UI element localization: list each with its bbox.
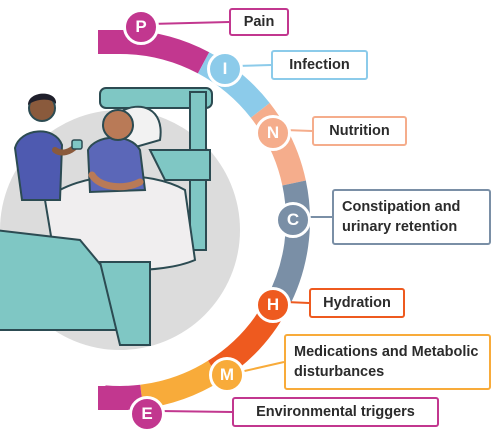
letter-circle-c: C: [275, 202, 311, 238]
letter-circle-e: E: [129, 396, 165, 432]
letter-circle-p: P: [123, 9, 159, 45]
label-pain: Pain: [229, 8, 289, 36]
label-nutrition: Nutrition: [312, 116, 407, 146]
letter-circle-h: H: [255, 287, 291, 323]
label-hydration: Hydration: [309, 288, 405, 318]
arc-end-tab: [98, 386, 128, 410]
letter-circle-m: M: [209, 357, 245, 393]
arc-segment-c: [266, 180, 310, 310]
connector-e: [159, 410, 233, 413]
arc-segment-m: [139, 360, 221, 409]
arc-segment-p: [119, 30, 210, 74]
label-infection: Infection: [271, 50, 368, 80]
label-medications: Medications and Metabolic disturbances: [284, 334, 491, 390]
letter-circle-i: I: [207, 51, 243, 87]
label-constipation: Constipation and urinary retention: [332, 189, 491, 245]
letter-circle-n: N: [255, 115, 291, 151]
connector-m: [239, 361, 285, 373]
arc-start-tab: [98, 30, 124, 54]
patient-bed-illustration: [0, 87, 213, 346]
label-environmental: Environmental triggers: [232, 397, 439, 427]
connector-p: [149, 21, 230, 25]
